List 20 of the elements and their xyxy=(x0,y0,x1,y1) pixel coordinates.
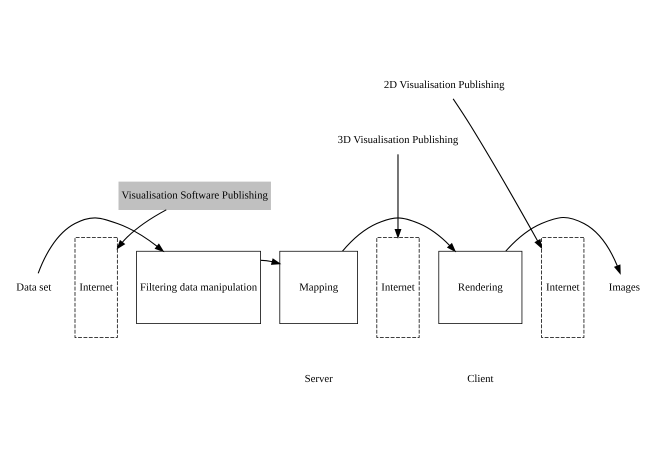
node-text: 3D Visualisation Publishing xyxy=(338,134,458,146)
node-text: 2D Visualisation Publishing xyxy=(384,78,504,91)
node-text: Data set xyxy=(16,281,52,294)
node-box: Internet xyxy=(541,237,584,338)
label: Client xyxy=(467,372,494,385)
node-box: Visualisation Software Publishing xyxy=(118,182,271,210)
arrow xyxy=(38,217,164,274)
arrow xyxy=(116,209,167,250)
label: Server xyxy=(304,372,333,385)
node-box: Filtering data manipulation xyxy=(136,250,261,324)
arrow xyxy=(260,258,282,265)
node-box: Internet xyxy=(74,237,118,338)
arrow xyxy=(452,98,542,250)
node-text: Images xyxy=(608,281,640,294)
arrow xyxy=(505,216,621,275)
node-box: Mapping xyxy=(279,250,358,324)
arrow xyxy=(394,154,402,239)
node-box: Rendering xyxy=(438,250,522,324)
node-box: Internet xyxy=(376,237,420,338)
arrow xyxy=(342,217,456,252)
